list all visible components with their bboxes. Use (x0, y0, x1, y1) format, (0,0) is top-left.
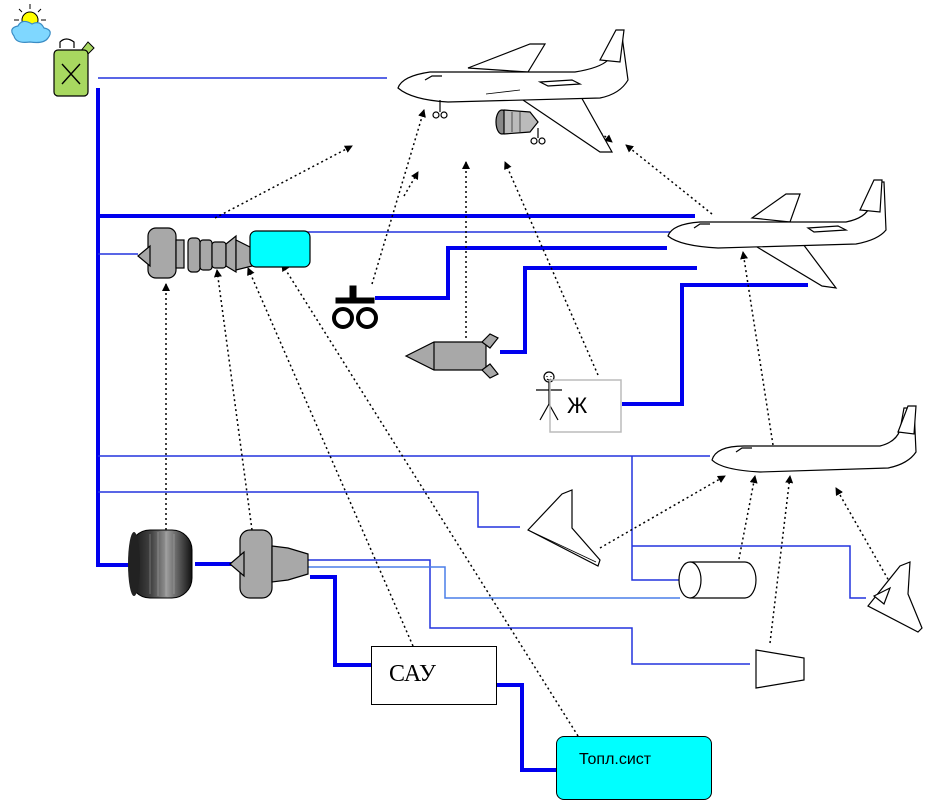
aircraft-3-fuselage-only (712, 406, 916, 472)
nozzle-icon (756, 650, 804, 688)
aircraft-2-airframe (668, 180, 886, 288)
arrow-aircraft-2-to-aircraft-1 (626, 145, 712, 214)
aircraft-3-fuselage (712, 408, 916, 472)
aircraft-1-engine-pod (496, 110, 538, 134)
sau-to-fuel-line (497, 685, 556, 770)
arrow-compressor-to-aircraft-1 (215, 146, 352, 218)
wing-icon (528, 490, 600, 566)
tail-unit-icon (868, 562, 922, 632)
arrow-gear-to-aircraft-1 (372, 110, 424, 284)
arrow-gear-mid (404, 172, 418, 196)
light-connection-lines (300, 567, 680, 598)
canister-handle (60, 39, 74, 48)
sau-box: САУ (371, 646, 497, 705)
crew-figure-icon (536, 372, 562, 420)
arrow-engine-to-compressor (217, 270, 252, 530)
aircraft-2-upper-wing (752, 194, 800, 222)
fuel-canister-weather-icon (12, 4, 94, 96)
engine-to-sau-line (310, 577, 371, 665)
arrow-sau-to-turbine (248, 268, 413, 646)
starter-drum-icon (128, 530, 192, 598)
landing-gear-icon (334, 286, 376, 327)
trunk-to-wing-line (98, 492, 520, 527)
sau-label: САУ (389, 661, 436, 688)
aircraft-3-tail-fin (898, 406, 916, 434)
aircraft-1-full-system (398, 30, 628, 152)
arrow-tank-to-aircraft-3 (738, 476, 755, 564)
engine-modules (138, 228, 310, 278)
fuel-tank-icon (679, 562, 756, 598)
fan-module (138, 228, 184, 278)
bomb-icon (406, 334, 498, 378)
arrow-tail-to-aircraft-3 (836, 488, 893, 588)
bomb-line (500, 268, 697, 352)
cloud-icon (12, 21, 51, 42)
gas-turbine-engine-icon (230, 530, 308, 598)
fuel-system-label: Топл.сист (579, 751, 651, 769)
arrow-aircraft-3-to-aircraft-2 (743, 252, 773, 445)
fuel-system-box: Топл.сист (556, 736, 712, 800)
main-trunk-line (98, 88, 130, 565)
branch-to-tank-line (632, 456, 680, 580)
crew-line (622, 285, 808, 404)
arrow-wing-to-aircraft-3 (600, 476, 725, 548)
crew-label: Ж (567, 393, 587, 419)
compressor-module (188, 238, 226, 272)
combustor-module (250, 231, 310, 267)
engine-to-tank-line (300, 567, 680, 598)
dotted-arrows (166, 92, 893, 736)
aircraft-1-upper-wing (468, 44, 545, 72)
landing-gear-line (375, 248, 667, 298)
aircraft-2-tail-fin (860, 180, 882, 212)
arrow-nozzle-to-aircraft-3 (770, 476, 790, 643)
aircraft-1-tail-fin (600, 30, 624, 62)
